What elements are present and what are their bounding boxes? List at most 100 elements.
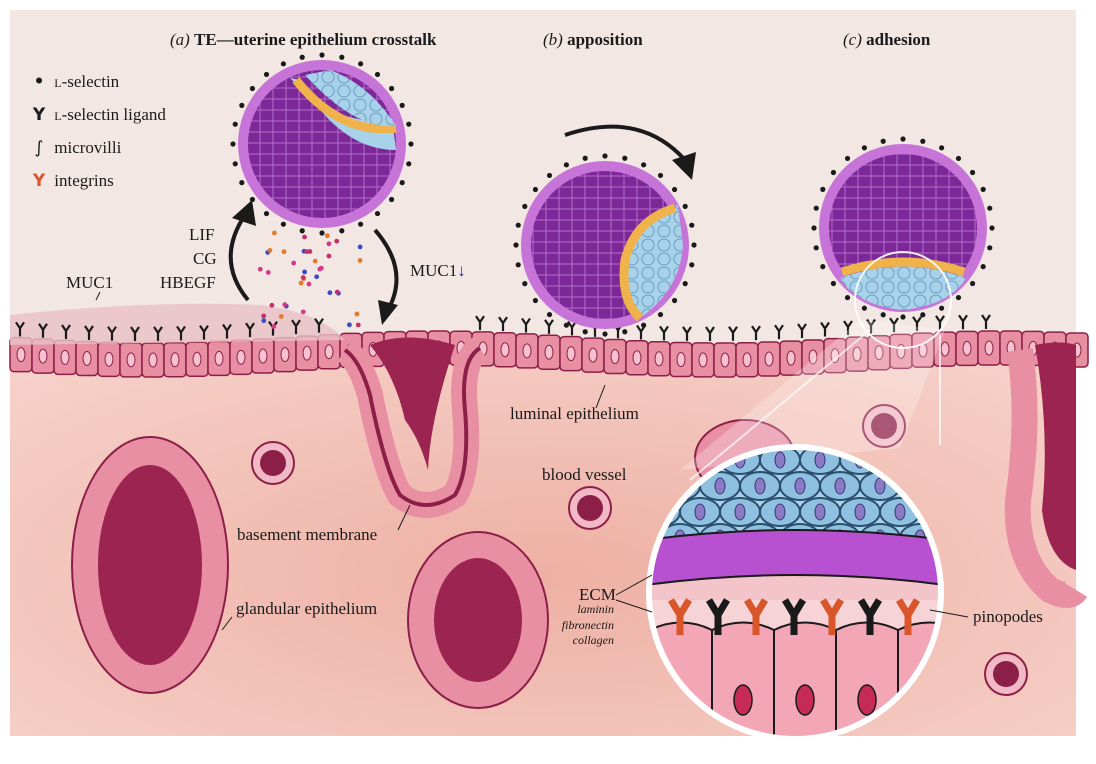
- selectin-dot: [969, 169, 976, 176]
- icm-nucleus: [774, 451, 786, 469]
- ligand-y: [751, 325, 761, 341]
- label-basement-membrane: basement membrane: [237, 525, 378, 544]
- cell-nucleus: [588, 347, 598, 363]
- selectin-dot: [830, 280, 837, 287]
- selectin-dot: [880, 312, 886, 318]
- factor-dot: [355, 322, 361, 328]
- ligand-y: [820, 321, 830, 337]
- cell-nucleus: [214, 350, 224, 366]
- cell-nucleus: [764, 351, 774, 367]
- icm-nucleus: [834, 477, 846, 495]
- label-blood-vessel: blood vessel: [542, 465, 627, 484]
- ligand-y: [521, 317, 531, 333]
- ligand-y: [84, 325, 94, 341]
- selectin-dot: [374, 71, 381, 78]
- selectin-dot: [691, 242, 697, 248]
- integrin-y: [667, 598, 693, 635]
- cell-nucleus: [192, 351, 202, 367]
- blastocyst-a: [238, 60, 406, 228]
- cell-nucleus: [984, 340, 994, 356]
- factor-dot: [318, 265, 324, 271]
- zoom-line-left: [689, 329, 871, 481]
- icm-nucleus: [734, 503, 746, 521]
- ligand-y: [866, 318, 876, 334]
- cell-nucleus: [280, 347, 290, 363]
- microvilli-icon: ∫: [34, 138, 44, 158]
- selectin-dot: [232, 161, 238, 167]
- arrow-up: [228, 213, 250, 302]
- cell-nucleus: [38, 348, 48, 364]
- icm-nucleus: [714, 477, 726, 495]
- factor-dot: [257, 266, 263, 272]
- icm-nucleus: [894, 503, 906, 521]
- panel-b-letter: (b): [543, 30, 563, 49]
- arrow-down: [373, 228, 399, 311]
- panel-c-name: adhesion: [866, 30, 931, 49]
- arrow-down-head: [378, 300, 398, 325]
- cell-nucleus: [874, 345, 884, 361]
- factor-dot: [300, 309, 306, 315]
- selectin-dot: [239, 102, 245, 108]
- label-ecm: ECM: [579, 585, 616, 604]
- ecm-collagen: collagen: [572, 633, 614, 648]
- selectin-dot: [339, 228, 345, 234]
- selectin-dot: [955, 294, 962, 301]
- selectin-dot: [682, 203, 688, 209]
- muc1-glycocalyx: [10, 303, 345, 345]
- selectin-dot: [602, 153, 608, 159]
- selectin-dot: [861, 305, 867, 311]
- ligand-y: [475, 315, 485, 331]
- selectin-dot: [515, 222, 521, 228]
- factor-dot: [281, 249, 287, 255]
- dot-icon: •: [33, 72, 45, 92]
- blood-vessel-2: [568, 486, 612, 530]
- selectin-dot: [522, 281, 528, 287]
- luminal-epithelium-band: [9, 330, 1089, 378]
- selectin-dot: [989, 225, 995, 231]
- factor-dot: [302, 269, 307, 275]
- uterine-nucleus: [733, 684, 753, 716]
- cell-nucleus: [104, 351, 114, 367]
- ligand-y: [728, 326, 738, 341]
- selectin-dot: [622, 155, 628, 161]
- ligand-y: [935, 315, 945, 330]
- selectin-dot: [532, 186, 539, 193]
- cell-nucleus: [940, 341, 950, 357]
- selectin-dot: [844, 155, 851, 162]
- ligand-y: [15, 321, 25, 337]
- ligand-y: [61, 324, 71, 340]
- selectin-dot: [813, 205, 819, 211]
- selectin-dot: [232, 121, 238, 127]
- selectin-dot: [987, 205, 993, 211]
- selectin-dot: [546, 172, 553, 179]
- ligand-y: [705, 326, 715, 341]
- selectin-dot: [657, 311, 664, 318]
- ligand-y: [544, 319, 554, 334]
- cell-nucleus: [676, 352, 686, 368]
- label-lif: LIF: [189, 225, 215, 244]
- selectin-dots-a: [230, 52, 414, 236]
- selectin-dot: [900, 136, 906, 142]
- ligand-y: [107, 326, 117, 341]
- selectin-dot: [920, 138, 926, 144]
- label-muc1-left: MUC1: [66, 273, 114, 292]
- y-ligand-icon: Y: [32, 105, 46, 125]
- integrin-y: [895, 598, 921, 635]
- cell-nucleus: [126, 352, 136, 368]
- cell-nucleus: [962, 340, 972, 356]
- integrin-icon: Y: [32, 171, 46, 191]
- selectin-dot: [920, 312, 926, 318]
- cell-nucleus: [148, 352, 158, 368]
- selectin-dot: [811, 225, 817, 231]
- cell-nucleus: [522, 343, 532, 359]
- selectin-dot: [987, 245, 993, 251]
- selectin-dot: [399, 102, 405, 108]
- selectin-dot: [813, 245, 819, 251]
- panel-c-letter: (c): [843, 30, 862, 49]
- secreted-factors: [257, 230, 363, 329]
- ligand-y: [843, 320, 853, 336]
- factor-dot: [314, 274, 320, 280]
- selectin-dot: [955, 155, 962, 162]
- zoom-inset: [649, 447, 941, 739]
- gland-left: [71, 436, 229, 694]
